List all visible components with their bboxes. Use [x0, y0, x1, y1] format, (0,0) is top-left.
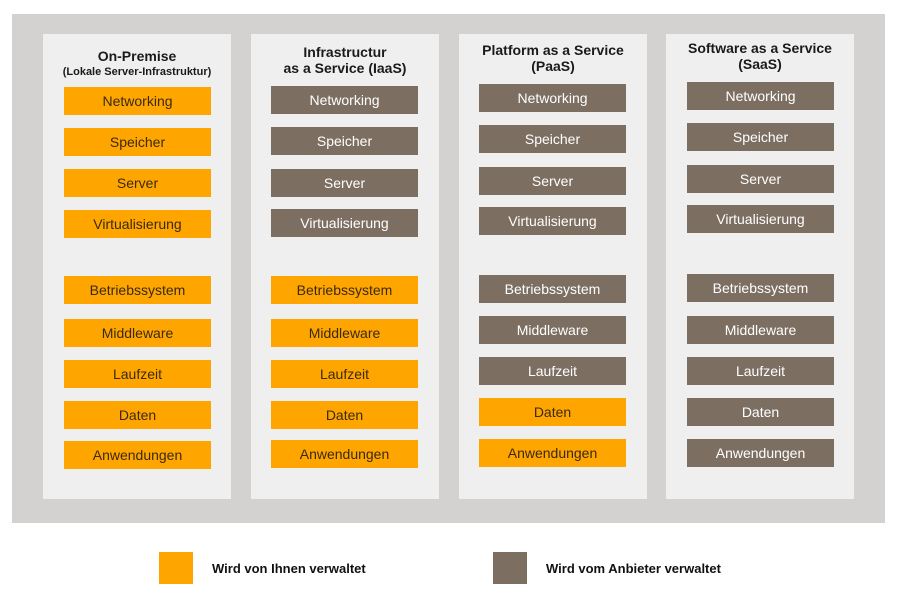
column-title-main: Infrastructur	[303, 44, 387, 60]
layer-server: Server	[64, 169, 211, 197]
column-subtitle: (PaaS)	[531, 58, 575, 74]
column-subtitle: (Lokale Server-Infrastruktur)	[62, 66, 212, 78]
layer-laufzeit: Laufzeit	[271, 360, 418, 388]
layer-virtualisierung: Virtualisierung	[64, 210, 211, 238]
column-title-main: Software as a Service	[688, 40, 832, 56]
layer-betriebssystem: Betriebssystem	[687, 274, 834, 302]
column-title-main: Platform as a Service	[482, 42, 624, 58]
layer-virtualisierung: Virtualisierung	[479, 207, 626, 235]
layer-speicher: Speicher	[687, 123, 834, 151]
column-title: Infrastructur as a Service (IaaS)	[251, 44, 439, 76]
column-subtitle: (SaaS)	[738, 56, 782, 72]
legend-label-user: Wird von Ihnen verwaltet	[212, 561, 366, 576]
layer-daten: Daten	[64, 401, 211, 429]
layer-server: Server	[271, 169, 418, 197]
layer-laufzeit: Laufzeit	[687, 357, 834, 385]
column-title-main: On-Premise	[97, 48, 177, 64]
layer-speicher: Speicher	[479, 125, 626, 153]
layer-daten: Daten	[687, 398, 834, 426]
layer-laufzeit: Laufzeit	[64, 360, 211, 388]
layer-server: Server	[479, 167, 626, 195]
layer-anwendungen: Anwendungen	[64, 441, 211, 469]
layer-middleware: Middleware	[64, 319, 211, 347]
column-title: Software as a Service (SaaS)	[666, 40, 854, 72]
layer-betriebssystem: Betriebssystem	[271, 276, 418, 304]
layer-networking: Networking	[687, 82, 834, 110]
layer-daten: Daten	[479, 398, 626, 426]
layer-middleware: Middleware	[271, 319, 418, 347]
legend-swatch-provider	[493, 552, 527, 584]
layer-betriebssystem: Betriebssystem	[64, 276, 211, 304]
layer-networking: Networking	[479, 84, 626, 112]
layer-speicher: Speicher	[64, 128, 211, 156]
legend-label-provider: Wird vom Anbieter verwaltet	[546, 561, 721, 576]
layer-betriebssystem: Betriebssystem	[479, 275, 626, 303]
column-subtitle: as a Service (IaaS)	[283, 60, 407, 76]
layer-virtualisierung: Virtualisierung	[271, 209, 418, 237]
layer-middleware: Middleware	[479, 316, 626, 344]
layer-virtualisierung: Virtualisierung	[687, 205, 834, 233]
layer-networking: Networking	[271, 86, 418, 114]
layer-speicher: Speicher	[271, 127, 418, 155]
layer-anwendungen: Anwendungen	[687, 439, 834, 467]
column-title: Platform as a Service (PaaS)	[459, 42, 647, 74]
layer-anwendungen: Anwendungen	[479, 439, 626, 467]
layer-anwendungen: Anwendungen	[271, 440, 418, 468]
column-title: On-Premise (Lokale Server-Infrastruktur)	[43, 48, 231, 80]
layer-networking: Networking	[64, 87, 211, 115]
layer-laufzeit: Laufzeit	[479, 357, 626, 385]
layer-middleware: Middleware	[687, 316, 834, 344]
layer-daten: Daten	[271, 401, 418, 429]
legend-swatch-user	[159, 552, 193, 584]
layer-server: Server	[687, 165, 834, 193]
